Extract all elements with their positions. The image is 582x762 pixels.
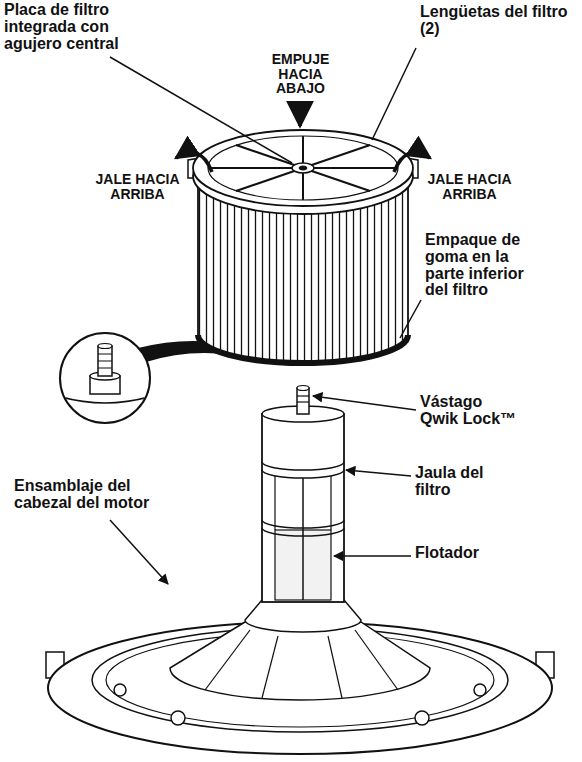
- part-label: Jaula del filtro: [415, 465, 490, 499]
- action-label: JALE HACIA ARRIBA: [412, 172, 527, 201]
- part-label: Empaque de goma en la parte inferior del…: [425, 232, 545, 299]
- part-label: Lengüetas del filtro (2): [420, 4, 570, 38]
- action-label: EMPUJE HACIA ABAJO: [253, 52, 348, 96]
- filter-cage: [262, 406, 344, 602]
- motor-head: [46, 600, 554, 754]
- part-label: Placa de filtro integrada con agujero ce…: [4, 2, 164, 52]
- pleated-filter: [188, 130, 418, 363]
- part-label: Vástago Qwik Lock™: [420, 394, 524, 428]
- leader-lines: [110, 48, 430, 584]
- qwik-lock-stem: [297, 386, 309, 415]
- action-label: JALE HACIA ARRIBA: [80, 172, 195, 201]
- part-label: Flotador: [415, 545, 535, 562]
- part-label: Ensamblaje del cabezal del motor: [14, 478, 192, 512]
